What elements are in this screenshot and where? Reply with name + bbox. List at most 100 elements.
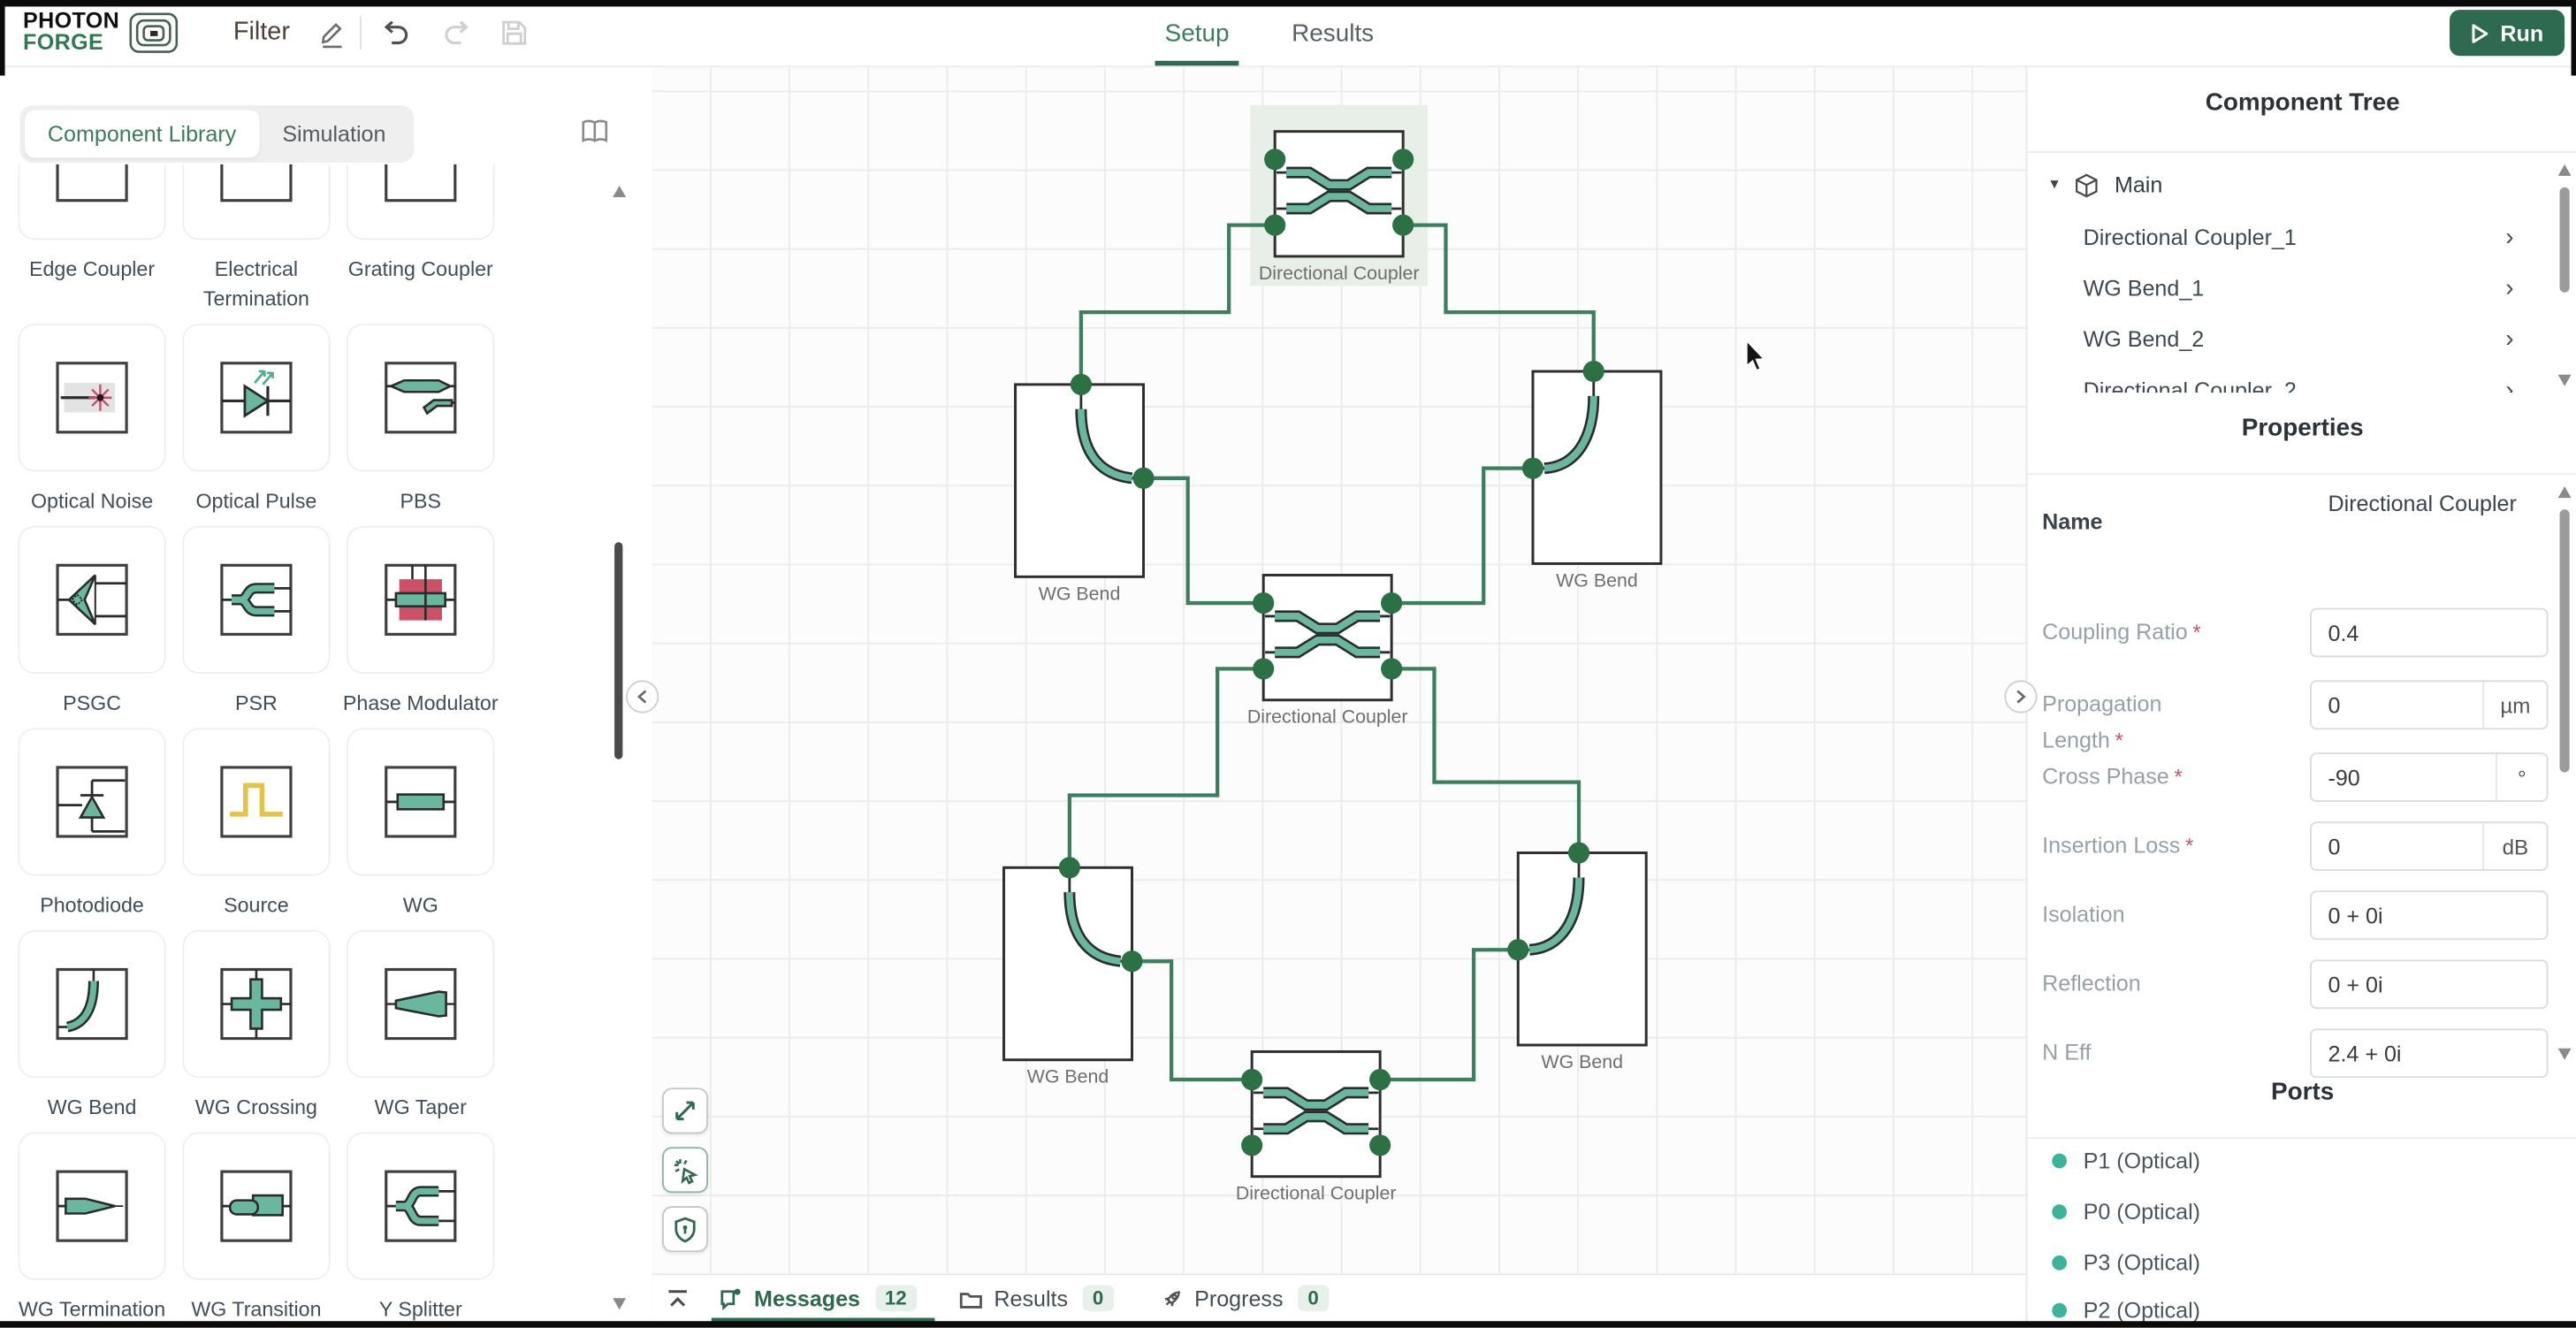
library-item-wg[interactable]: WG [347, 728, 495, 920]
library-item-edge-coupler[interactable]: Edge Coupler [18, 164, 166, 314]
port-dot[interactable] [1253, 591, 1275, 614]
cross-phase-input[interactable]: -90° [2310, 752, 2549, 802]
wg-crossing-card[interactable] [182, 929, 331, 1079]
redo-icon[interactable] [440, 17, 473, 50]
port-dot[interactable] [1521, 457, 1544, 479]
port-dot[interactable] [1241, 1068, 1263, 1091]
sidebar-scroll-up[interactable] [613, 186, 627, 198]
phase-modulator-card[interactable] [347, 525, 495, 674]
chevron-right-icon[interactable]: › [2505, 324, 2514, 354]
edge-coupler-card[interactable] [18, 164, 166, 240]
port-dot[interactable] [1241, 1134, 1263, 1156]
interactive-mode-button[interactable] [661, 1147, 709, 1194]
library-item-phase-modulator[interactable]: Phase Modulator [343, 525, 499, 718]
tree-scrollbar[interactable] [2559, 187, 2570, 293]
port-dot[interactable] [1070, 373, 1092, 395]
psgc-card[interactable] [18, 525, 166, 674]
nav-tab-results[interactable]: Results [1292, 19, 1375, 47]
docs-book-icon[interactable] [578, 117, 611, 146]
tree-scroll-up[interactable] [2557, 164, 2572, 176]
port-dot[interactable] [1381, 591, 1403, 614]
pbs-card[interactable] [347, 324, 495, 472]
wg-bend-card[interactable] [18, 929, 166, 1079]
wg-transition-card[interactable] [182, 1132, 331, 1280]
port-dot[interactable] [1058, 857, 1080, 879]
nav-tab-setup[interactable]: Setup [1155, 0, 1240, 66]
chevron-right-icon[interactable]: › [2505, 274, 2514, 302]
wg-card[interactable] [347, 728, 495, 876]
grating-coupler-card[interactable] [347, 164, 495, 240]
chevron-right-icon[interactable]: › [2505, 223, 2514, 252]
port-dot[interactable] [1369, 1068, 1391, 1091]
properties-scrollbar[interactable] [2559, 509, 2570, 773]
reflection-input[interactable]: 0 + 0i [2310, 959, 2549, 1010]
tree-item-wg-bend_1[interactable]: WG Bend_1› [2027, 263, 2553, 314]
library-item-optical-noise[interactable]: Optical Noise [18, 324, 166, 515]
port-dot[interactable] [1392, 214, 1414, 236]
optical-pulse-card[interactable] [182, 324, 331, 472]
node-dc_mid[interactable]: Directional Coupler [1247, 573, 1408, 728]
tree-scroll-down[interactable] [2557, 374, 2572, 386]
library-item-wg-crossing[interactable]: WG Crossing [182, 929, 331, 1122]
node-bend_ul[interactable]: WG Bend [1014, 373, 1155, 605]
library-item-source[interactable]: Source [182, 728, 331, 920]
edit-filter-icon[interactable] [319, 18, 347, 49]
tree-item-main[interactable]: ▾Main [2027, 157, 2553, 211]
node-bend_ur[interactable]: WG Bend [1521, 360, 1663, 591]
port-dot[interactable] [1381, 658, 1403, 680]
properties-scroll-up[interactable] [2557, 486, 2572, 499]
coupling-ratio-input[interactable]: 0.4 [2310, 607, 2549, 658]
sidebar-scrollbar[interactable] [614, 542, 623, 759]
wg-taper-card[interactable] [347, 929, 495, 1079]
node-bend_ll[interactable]: WG Bend [1002, 857, 1143, 1088]
library-item-wg-taper[interactable]: WG Taper [347, 929, 495, 1122]
photodiode-card[interactable] [18, 728, 166, 876]
wg-termination-card[interactable] [18, 1132, 166, 1280]
port-dot[interactable] [1253, 658, 1275, 680]
library-item-grating-coupler[interactable]: Grating Coupler [347, 164, 495, 314]
y-splitter-card[interactable] [347, 1132, 495, 1280]
node-bend_lr[interactable]: WG Bend [1507, 842, 1648, 1072]
sidebar-tab-simulation[interactable]: Simulation [282, 121, 386, 147]
node-dc_bot[interactable]: Directional Coupler [1236, 1049, 1397, 1204]
port-dot[interactable] [1507, 939, 1529, 961]
psr-card[interactable] [182, 525, 331, 674]
sidebar-tab-component-library[interactable]: Component Library [24, 110, 260, 158]
collapse-right-panel-button[interactable] [2004, 680, 2038, 714]
caret-down-icon[interactable]: ▾ [2050, 175, 2059, 195]
port-dot[interactable] [1264, 149, 1286, 171]
port-dot[interactable] [1392, 149, 1414, 171]
port-dot[interactable] [1567, 842, 1590, 864]
port-dot[interactable] [1132, 467, 1155, 489]
expand-panel-icon[interactable] [666, 1286, 690, 1311]
port-dot[interactable] [1369, 1134, 1391, 1156]
collapse-left-panel-button[interactable] [626, 680, 659, 714]
library-item-electrical-termination[interactable]: Electrical Termination [182, 164, 331, 314]
library-item-photodiode[interactable]: Photodiode [18, 728, 166, 920]
isolation-input[interactable]: 0 + 0i [2310, 890, 2549, 941]
node-dc_top[interactable]: Directional Coupler [1259, 130, 1420, 284]
library-item-y-splitter[interactable]: Y Splitter [347, 1132, 495, 1324]
library-item-wg-bend[interactable]: WG Bend [18, 929, 166, 1122]
library-item-wg-transition[interactable]: WG Transition [182, 1132, 331, 1324]
tree-item-wg-bend_2[interactable]: WG Bend_2› [2027, 314, 2553, 365]
undo-icon[interactable] [379, 17, 412, 50]
library-item-psgc[interactable]: PSGC [18, 525, 166, 718]
fit-view-button[interactable] [661, 1088, 709, 1134]
n-eff-input[interactable]: 2.4 + 0i [2310, 1028, 2549, 1079]
chevron-right-icon[interactable]: › [2505, 376, 2514, 393]
source-card[interactable] [182, 728, 331, 876]
port-dot[interactable] [1582, 360, 1604, 383]
library-item-wg-termination[interactable]: WG Termination [18, 1132, 166, 1324]
tree-item-directional-coupler_1[interactable]: Directional Coupler_1› [2027, 212, 2553, 263]
library-item-pbs[interactable]: PBS [347, 324, 495, 515]
port-dot[interactable] [1264, 214, 1286, 236]
electrical-termination-card[interactable] [182, 164, 331, 240]
library-item-optical-pulse[interactable]: Optical Pulse [182, 324, 331, 515]
properties-scroll-down[interactable] [2557, 1048, 2572, 1060]
